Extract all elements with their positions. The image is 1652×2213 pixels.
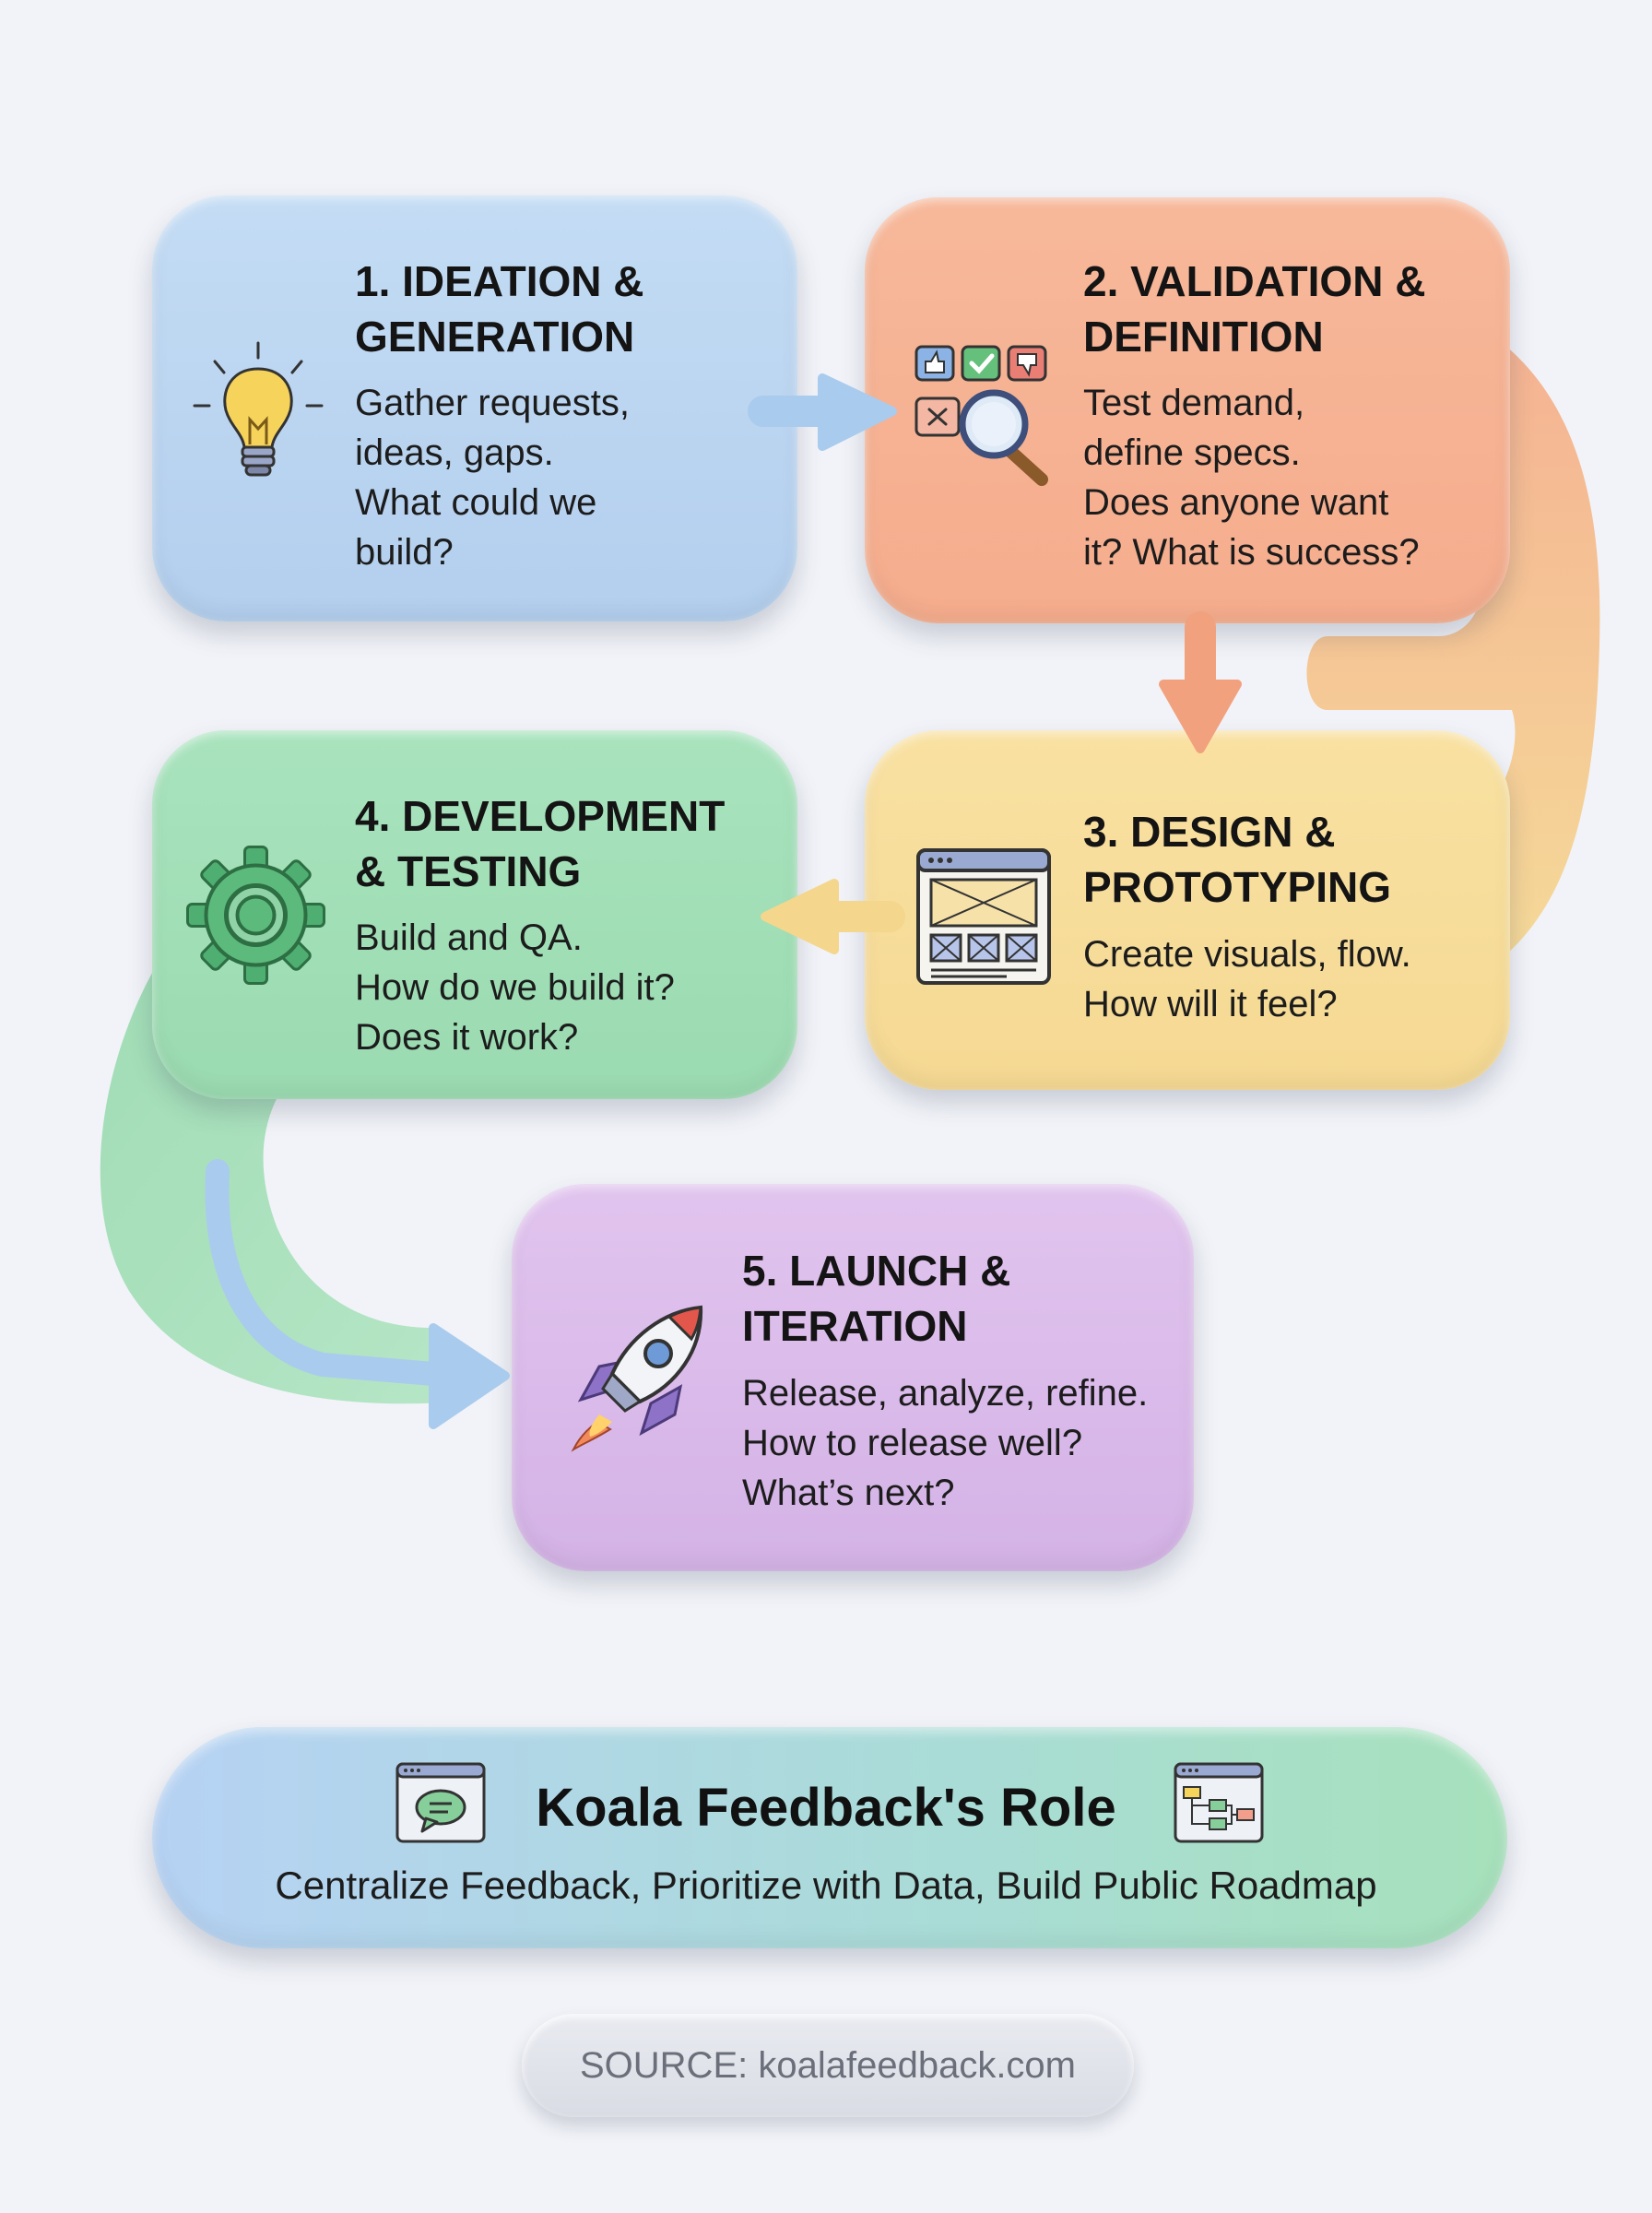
stage-validation-title: 2. VALIDATION & DEFINITION — [1083, 257, 1426, 361]
stage-design-title: 3. DESIGN & PROTOTYPING — [1083, 808, 1391, 911]
source-text: SOURCE: koalafeedback.com — [579, 2045, 1076, 2086]
role-subtitle: Centralize Feedback, Prioritize with Dat… — [275, 1864, 1377, 1907]
stage-validation-description: Test demand, define specs. Does anyone w… — [1083, 383, 1420, 573]
stage-design-description: Create visuals, flow. How will it feel? — [1083, 934, 1411, 1024]
validation-magnifier-icon — [913, 341, 1060, 489]
source-pill — [522, 2014, 1134, 2117]
stage-development-description: Build and QA. How do we build it? Does i… — [355, 917, 675, 1058]
stage-ideation-description: Gather requests, ideas, gaps. What could… — [355, 383, 630, 573]
gear-icon — [184, 844, 327, 987]
roadmap-window-icon — [1173, 1761, 1265, 1848]
rocket-icon — [562, 1300, 710, 1452]
stage-ideation-title: 1. IDEATION & GENERATION — [355, 257, 644, 361]
lightbulb-icon — [189, 341, 327, 498]
arrow-2-to-3 — [1159, 611, 1242, 753]
stage-launch-description: Release, analyze, refine. How to release… — [742, 1373, 1149, 1513]
arrow-1-to-2 — [748, 373, 897, 451]
validation-design-ribbon — [1306, 304, 1600, 977]
role-title: Koala Feedback's Role — [536, 1778, 1116, 1838]
arrow-3-to-4 — [761, 879, 905, 954]
arrow-4-to-5 — [205, 1159, 510, 1429]
stage-development-title: 4. DEVELOPMENT & TESTING — [355, 792, 726, 895]
stage-launch-title: 5. LAUNCH & ITERATION — [742, 1247, 1011, 1350]
wireframe-icon — [914, 846, 1053, 987]
role-banner — [152, 1727, 1507, 1948]
chat-window-icon — [395, 1761, 487, 1848]
